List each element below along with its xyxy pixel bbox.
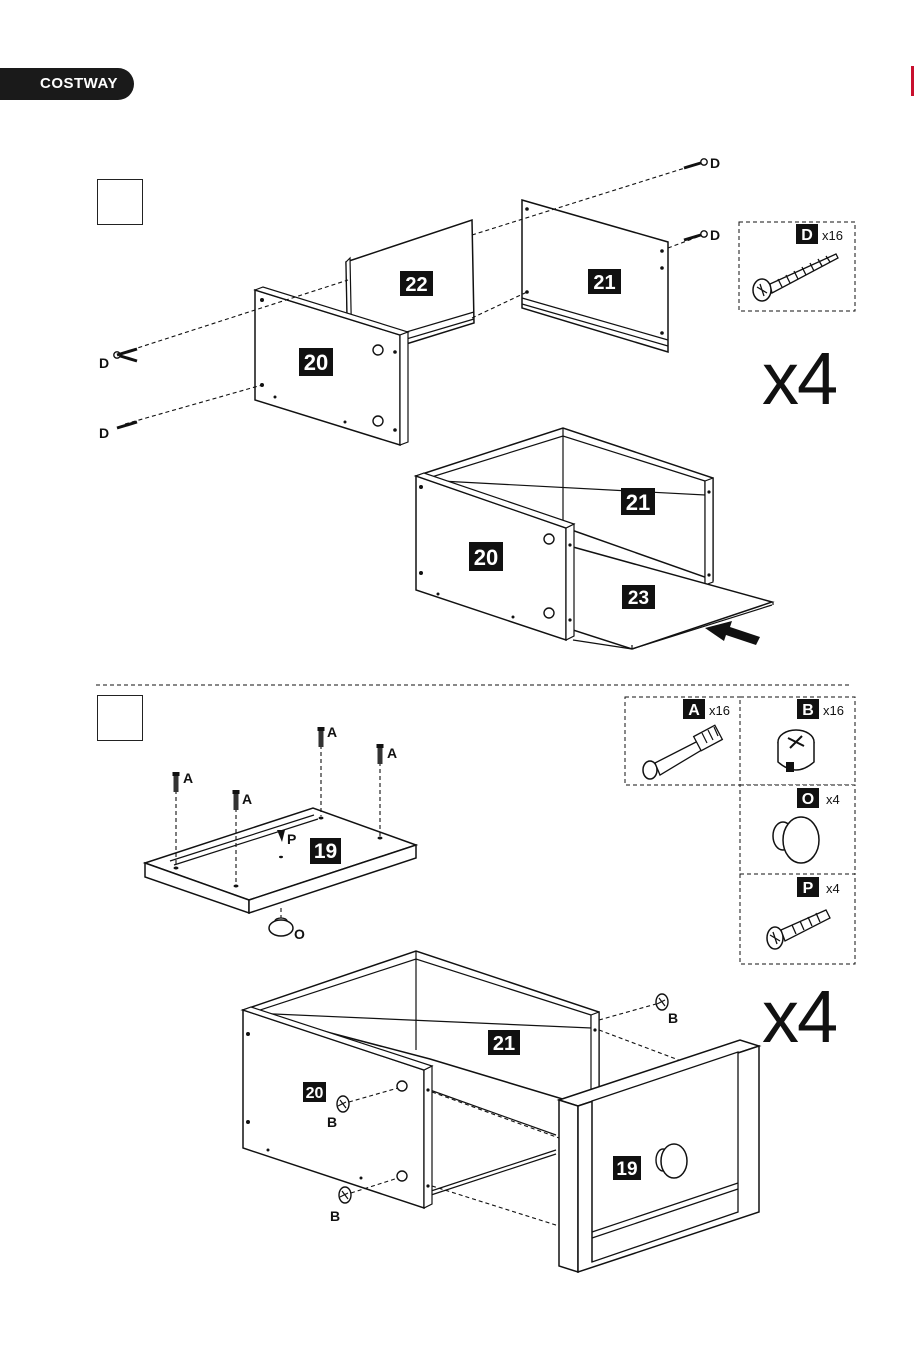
callout-A-4: A <box>387 745 397 761</box>
part-label-20-step2: 20 <box>306 1085 324 1102</box>
cam-lock-B-1 <box>337 1096 349 1112</box>
part-label-20-step1: 20 <box>304 350 328 375</box>
callout-D-2: D <box>710 227 720 243</box>
callout-A-1: A <box>183 770 193 786</box>
hardware-A-letter: A <box>688 702 700 719</box>
callout-D-4: D <box>99 425 109 441</box>
insert-arrow-icon <box>705 621 760 645</box>
part-label-19-flat: 19 <box>314 840 337 863</box>
hardware-P-letter: P <box>803 880 814 897</box>
callout-P: P <box>287 831 296 847</box>
part-label-19-front: 19 <box>616 1159 637 1180</box>
assembled-carcass-step1: 21 23 20 <box>416 428 773 649</box>
callout-B-1: B <box>327 1114 337 1130</box>
callout-D-1: D <box>710 155 720 171</box>
part-label-21-assembled: 21 <box>626 490 650 515</box>
hardware-box-D: D x16 <box>739 222 855 311</box>
hardware-O-letter: O <box>802 791 814 808</box>
hardware-A-qty: x16 <box>709 703 730 718</box>
callout-B-3: B <box>668 1010 678 1026</box>
hardware-P-qty: x4 <box>826 881 840 896</box>
panel-21-step1: 21 <box>522 200 668 352</box>
callout-D-3: D <box>99 355 109 371</box>
step-2-diagram: A x16 B x16 O x4 <box>145 697 855 1272</box>
callout-O: O <box>294 926 305 942</box>
cam-lock-B-2 <box>339 1187 351 1203</box>
panel-19-flat: 19 <box>145 808 416 913</box>
part-label-21-step1: 21 <box>593 272 615 294</box>
drawer-carcass-step2: 21 20 <box>243 951 599 1208</box>
hardware-box-B: B x16 <box>740 697 855 785</box>
hardware-B-qty: x16 <box>823 703 844 718</box>
hardware-D-letter: D <box>801 227 813 244</box>
part-label-21-step2: 21 <box>493 1033 515 1055</box>
hardware-box-A: A x16 <box>625 697 741 785</box>
step-1-diagram: 22 21 20 <box>99 155 855 649</box>
knob-below-panel <box>269 918 293 936</box>
callout-A-3: A <box>327 724 337 740</box>
cam-lock-icon <box>778 730 814 772</box>
callout-B-2: B <box>330 1208 340 1224</box>
hardware-B-letter: B <box>802 702 814 719</box>
part-label-22: 22 <box>405 274 427 296</box>
hardware-box-P: P x4 <box>740 874 855 964</box>
callout-A-2: A <box>242 791 252 807</box>
part-label-23: 23 <box>628 588 649 609</box>
part-label-20-assembled: 20 <box>474 545 498 570</box>
hardware-O-qty: x4 <box>826 792 840 807</box>
hardware-box-O: O x4 <box>740 785 855 874</box>
cam-lock-B-3 <box>656 994 668 1010</box>
hardware-D-qty: x16 <box>822 228 843 243</box>
